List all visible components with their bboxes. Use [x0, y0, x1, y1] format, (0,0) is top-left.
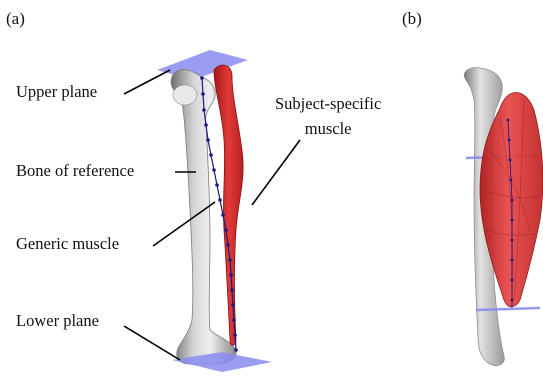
label-subject-specific-line1: Subject-specific — [275, 91, 381, 116]
leader-lower-plane — [124, 326, 180, 360]
panel-a-illustration — [124, 50, 300, 372]
leader-subject-muscle — [252, 140, 300, 205]
panel-label-b: (b) — [402, 10, 422, 27]
panel-label-a: (a) — [6, 10, 25, 27]
label-subject-specific-line2: muscle — [275, 116, 381, 141]
subject-specific-muscle — [214, 65, 243, 345]
upper-plane — [157, 50, 248, 80]
panel-b-illustration — [464, 68, 543, 366]
label-subject-specific-muscle: Subject-specific muscle — [275, 91, 381, 141]
leader-upper-plane — [124, 70, 170, 94]
label-bone-of-reference: Bone of reference — [16, 163, 134, 180]
leader-lines — [124, 70, 300, 360]
label-generic-muscle: Generic muscle — [16, 236, 119, 253]
label-lower-plane: Lower plane — [16, 313, 99, 330]
label-upper-plane: Upper plane — [16, 84, 97, 101]
